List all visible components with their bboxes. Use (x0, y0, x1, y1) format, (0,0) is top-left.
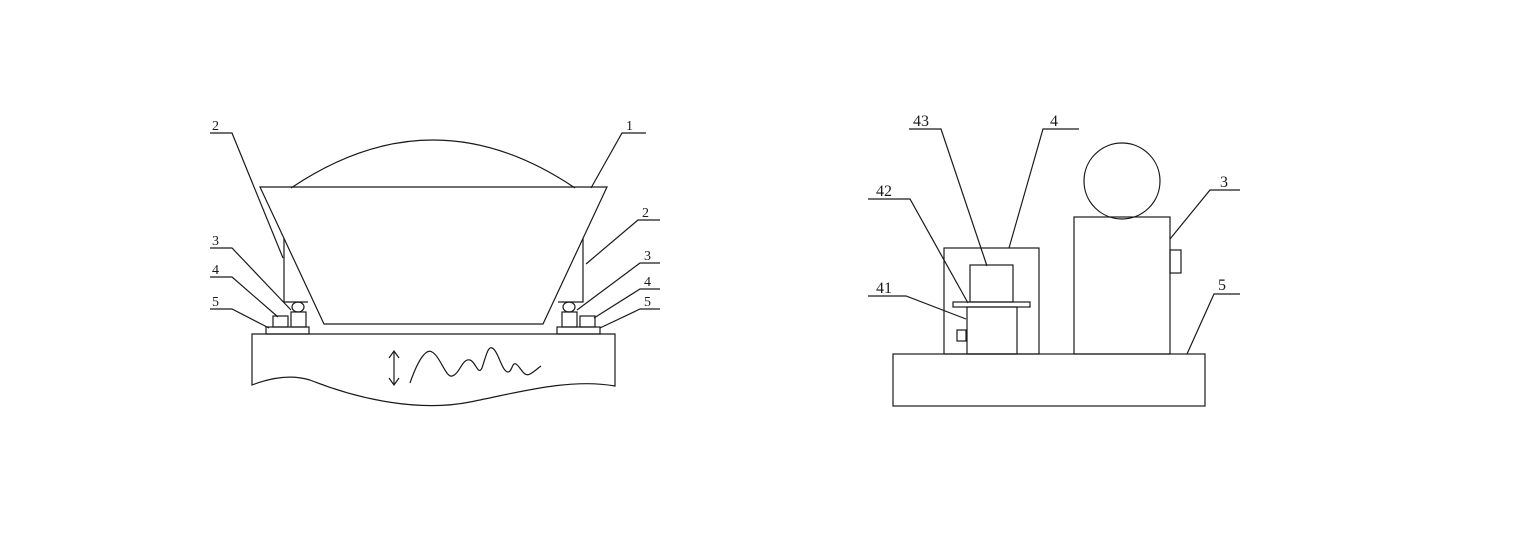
leader-42 (868, 198, 969, 304)
trapezoid-body (259, 186, 608, 325)
leader-4-right (593, 288, 660, 319)
sensor-ball-left (291, 301, 305, 313)
label-3-unit: 3 (1220, 174, 1228, 191)
plate (952, 301, 1031, 308)
leader-41 (868, 295, 967, 320)
housing-side-box (956, 329, 967, 342)
base-plate-left (265, 326, 310, 335)
leader-43 (909, 128, 988, 267)
lower-block (966, 306, 1018, 355)
left-figure: 1 2 2 3 3 4 4 5 5 (210, 119, 660, 407)
vibration-arrow-top (388, 349, 400, 359)
leader-3-right (576, 262, 660, 311)
leader-2-right (585, 219, 660, 265)
ground-base (251, 333, 616, 407)
dome-arc (290, 139, 576, 189)
label-3-left: 3 (212, 234, 219, 249)
label-4-left: 4 (212, 263, 219, 278)
sensor-unit (1073, 216, 1171, 355)
leader-5-base (1186, 293, 1240, 355)
sensor-block-left (290, 311, 307, 328)
vibration-arrow-bottom (388, 377, 400, 387)
housing-box (943, 247, 1040, 355)
leader-4-left (210, 276, 279, 318)
support-left (283, 238, 308, 303)
leader-2-left (210, 132, 284, 259)
leader-1 (590, 132, 646, 189)
sensor-ball-right (562, 301, 576, 313)
label-4-housing: 4 (1050, 113, 1058, 130)
sensor-unit-side-tab (1169, 249, 1182, 274)
leader-5-left (210, 308, 270, 329)
top-block (969, 264, 1014, 303)
sensor-block-right (561, 311, 578, 328)
vibration-wave (409, 347, 542, 384)
label-4-right: 4 (644, 275, 651, 290)
sensor-ball (1083, 142, 1161, 220)
label-5-right: 5 (644, 295, 651, 310)
leader-5-right (599, 308, 660, 329)
sensor-small-box-left (272, 315, 289, 328)
label-5-base: 5 (1218, 277, 1226, 294)
label-2-right: 2 (642, 206, 649, 221)
base-plate-right (556, 326, 601, 335)
leader-4-housing (1008, 128, 1079, 249)
label-3-right: 3 (644, 249, 651, 264)
leader-3-left (210, 247, 292, 311)
right-figure: 43 4 42 41 3 5 (868, 113, 1240, 407)
right-base-platform (892, 353, 1206, 407)
label-5-left: 5 (212, 295, 219, 310)
label-1: 1 (626, 119, 633, 134)
label-42: 42 (876, 183, 892, 200)
label-41: 41 (876, 280, 892, 297)
leader-3-unit (1169, 189, 1240, 240)
sensor-small-box-right (579, 315, 596, 328)
label-43: 43 (913, 113, 929, 130)
label-2-left: 2 (212, 119, 219, 134)
